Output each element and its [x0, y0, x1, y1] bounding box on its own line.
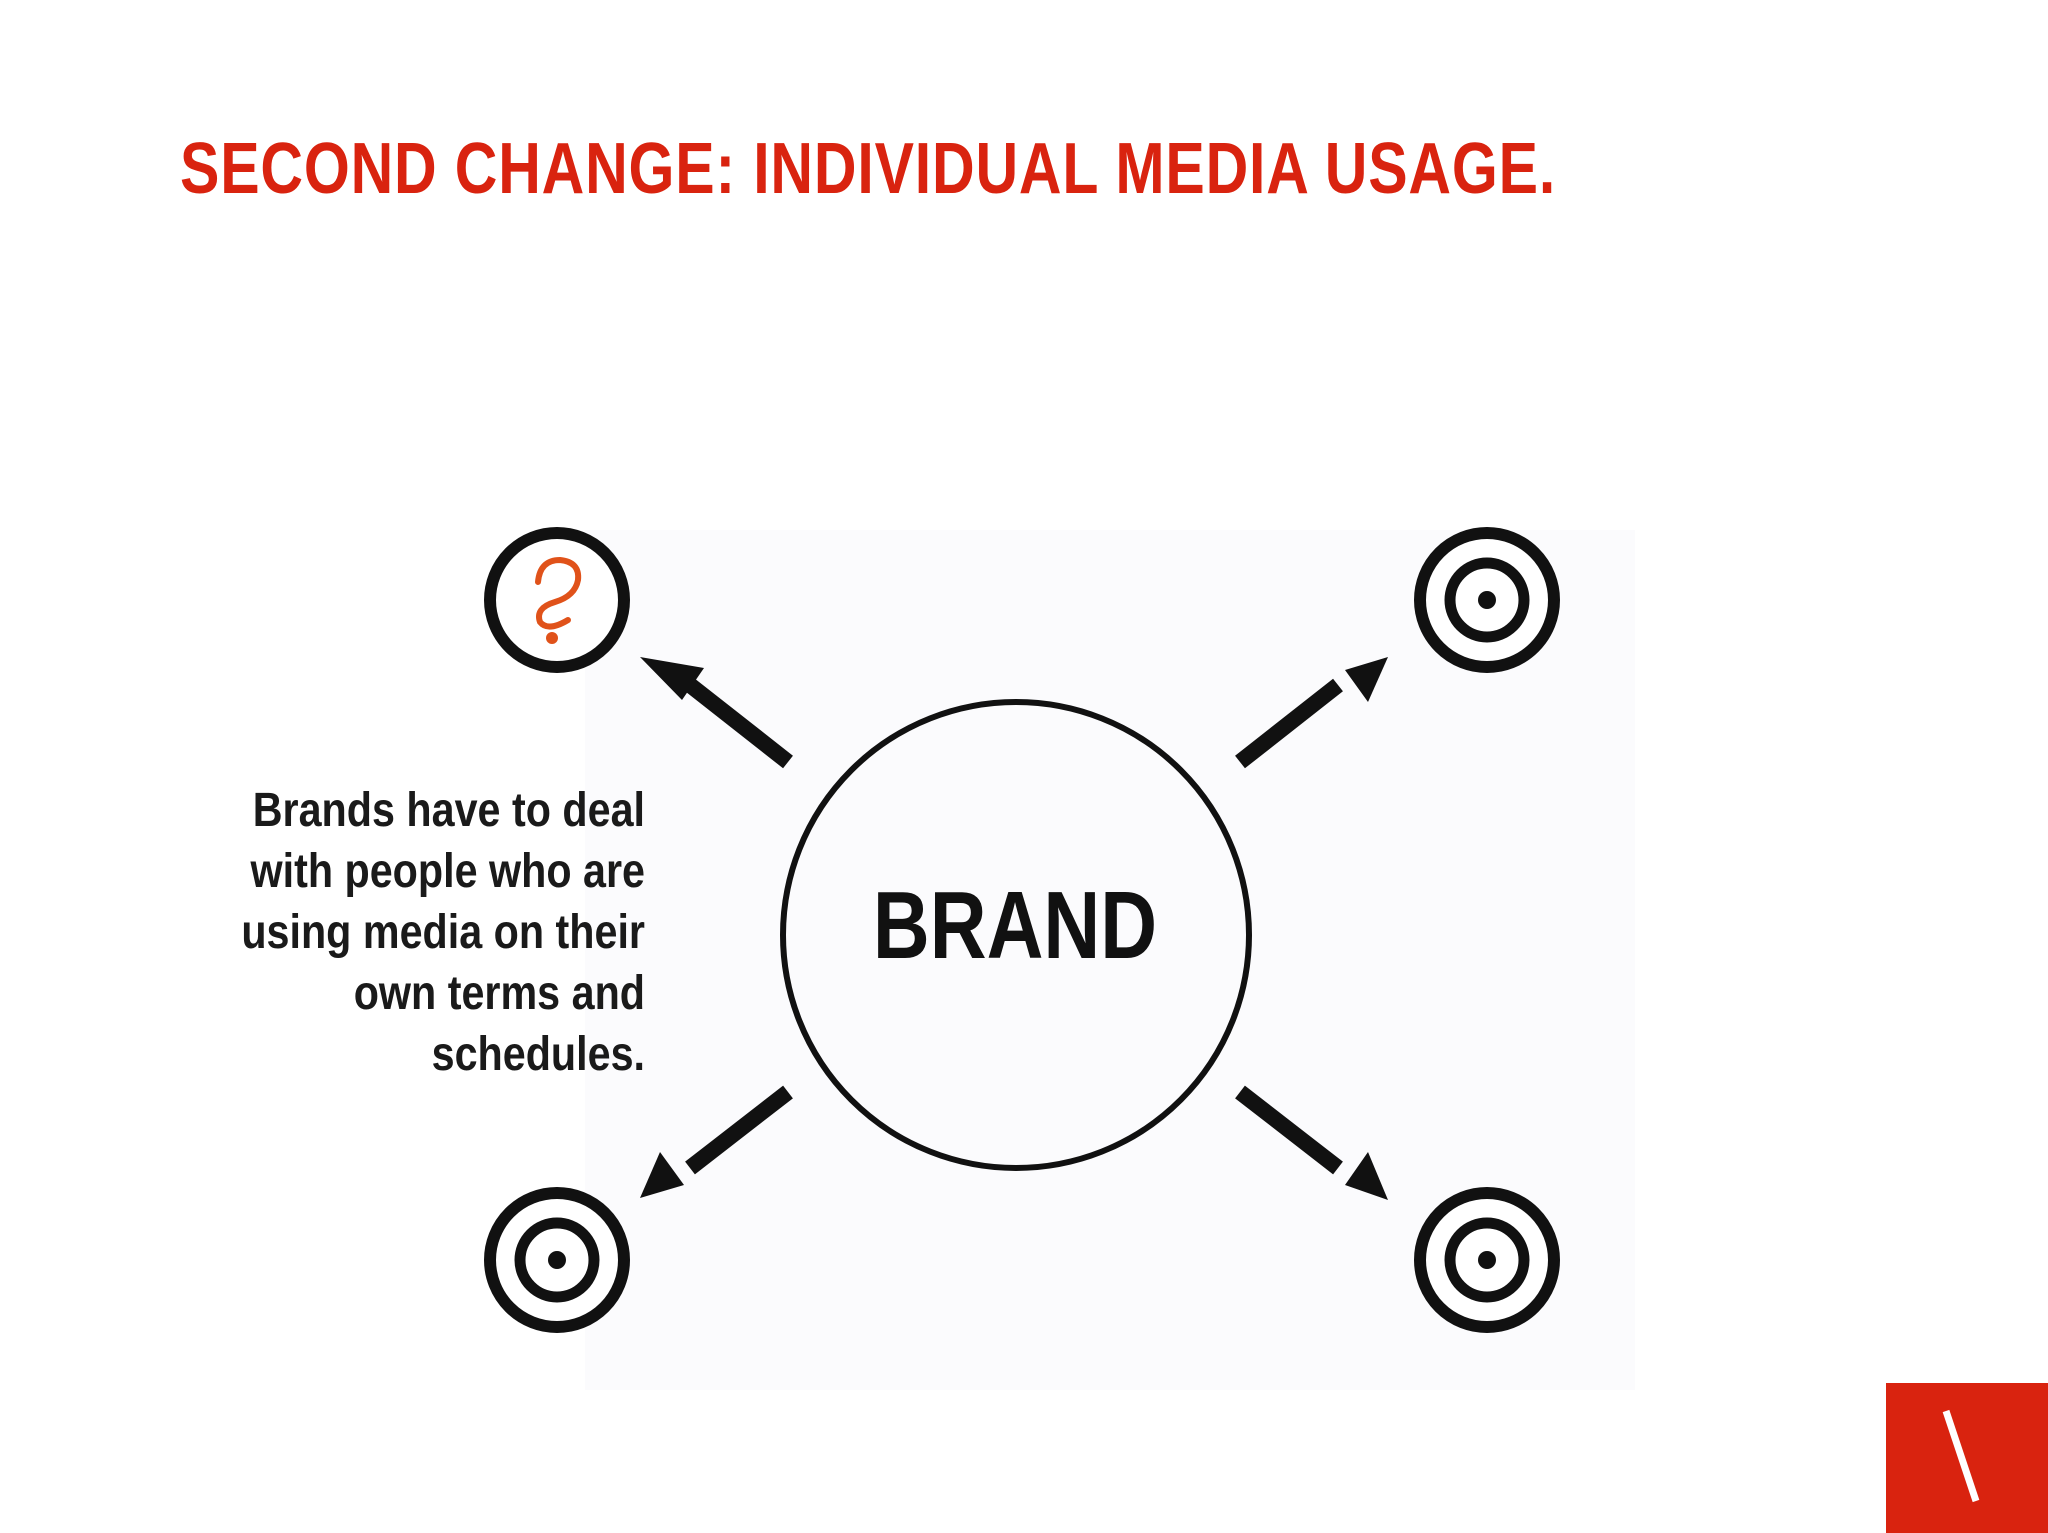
question-mark-icon [484, 527, 630, 673]
arrow-top-right [1235, 657, 1388, 769]
target-icon [1414, 527, 1560, 673]
slide-title: SECOND CHANGE: INDIVIDUAL MEDIA USAGE. [180, 129, 1557, 209]
arrow-bottom-left [640, 1085, 793, 1198]
target-icon [484, 1187, 630, 1333]
brand-label: BRAND [872, 872, 1158, 979]
brand-circle [780, 699, 1252, 1171]
target-icon [1414, 1187, 1560, 1333]
corner-logo [1886, 1383, 2048, 1533]
diagram-description: Brands have to deal with people who are … [241, 784, 646, 1081]
backslash-logo-icon [1942, 1409, 1980, 1503]
arrow-bottom-right [1235, 1085, 1388, 1200]
arrow-top-left [640, 657, 793, 769]
